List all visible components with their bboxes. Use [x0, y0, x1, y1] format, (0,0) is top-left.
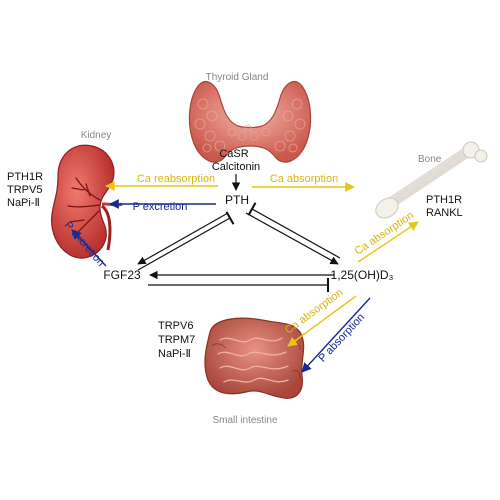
- thyroid-gland-illustration: [188, 81, 312, 163]
- label-ca-reabsorption: Ca reabsorption: [137, 173, 215, 185]
- bone-label: Bone: [418, 154, 442, 165]
- thyroid-marker-casr: CaSR: [219, 148, 248, 160]
- label-p-excretion-top: P excretion: [133, 201, 188, 213]
- intestine-label: Small intestine: [212, 415, 277, 426]
- intestine-marker-trpm7: TRPM7: [158, 334, 195, 346]
- arrow-vitd-ca-absorption-intestine: [287, 295, 357, 347]
- bone-marker-rankl: RANKL: [426, 207, 463, 219]
- kidney-label: Kidney: [81, 130, 112, 141]
- hormone-fgf23: FGF23: [103, 268, 141, 282]
- kidney-marker-napi: NaPi-Ⅱ: [7, 197, 40, 209]
- thyroid-label: Thyroid Gland: [206, 72, 269, 83]
- arrow-vitd-p-absorption: [301, 297, 371, 373]
- label-ca-absorption-bone: Ca absorption: [270, 173, 339, 185]
- kidney-marker-pth1r: PTH1R: [7, 171, 43, 183]
- intestine-marker-napi: NaPi-Ⅱ: [158, 348, 191, 360]
- small-intestine-illustration: [204, 317, 305, 399]
- bone-illustration: [375, 141, 488, 219]
- intestine-marker-trpv6: TRPV6: [158, 320, 193, 332]
- inhibit-fgf23-to-pth: [137, 211, 235, 271]
- bone-marker-pth1r: PTH1R: [426, 194, 462, 206]
- arrow-pth-to-vitd: [245, 212, 339, 265]
- kidney-illustration: [51, 144, 123, 259]
- hormone-vitd: 1,25(OH)D₃: [331, 268, 394, 282]
- kidney-marker-trpv5: TRPV5: [7, 184, 42, 196]
- hormone-pth: PTH: [225, 193, 249, 207]
- label-ca-absorption-intestine: Ca absorption: [283, 287, 345, 337]
- arrow-vitd-ca-absorption-bone: [357, 221, 419, 263]
- arrow-pth-to-fgf23: [137, 212, 229, 265]
- arrow-p-excretion-side: [71, 229, 107, 267]
- thyroid-marker-calcitonin: Calcitonin: [212, 161, 260, 173]
- inhibit-vitd-to-pth: [247, 202, 341, 259]
